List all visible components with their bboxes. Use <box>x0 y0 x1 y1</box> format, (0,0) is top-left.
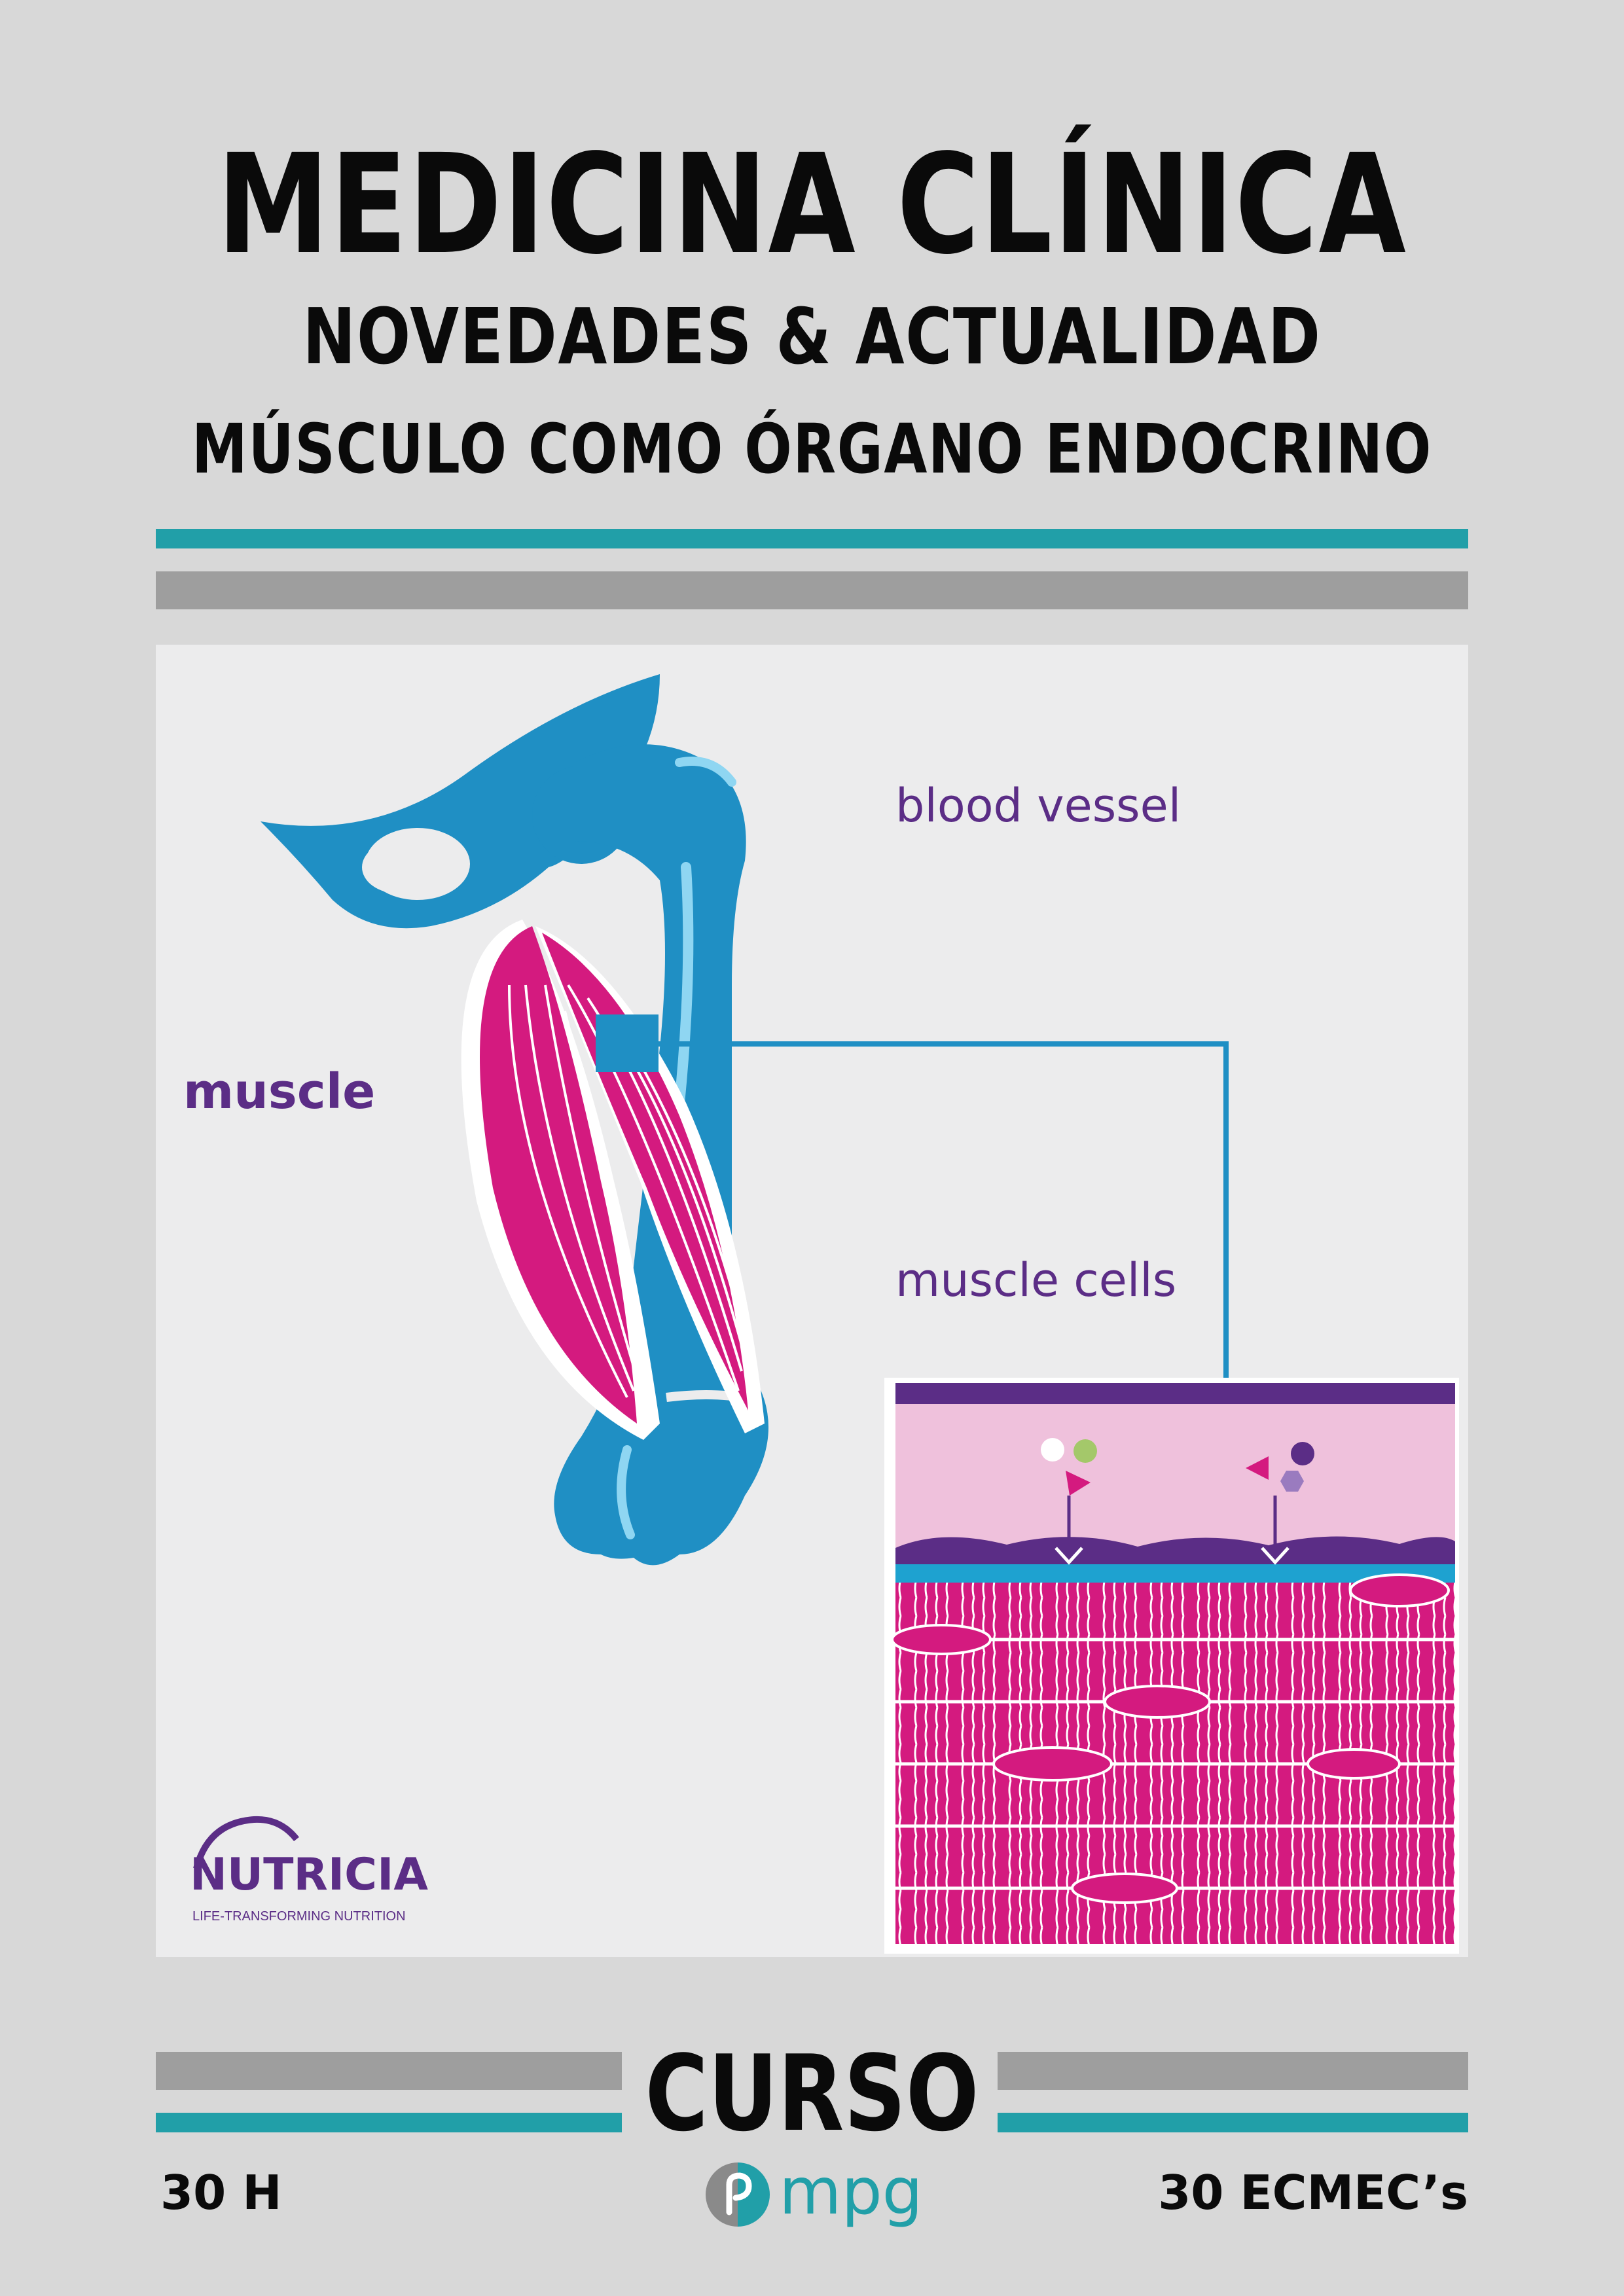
nutricia-logo-text: NUTRICIA <box>190 1849 429 1901</box>
teal-divider-right <box>998 2113 1468 2132</box>
nutricia-tagline: LIFE-TRANSFORMING NUTRITION <box>192 1909 406 1924</box>
thigh-muscle <box>461 920 765 1440</box>
label-muscle: muscle <box>183 1064 376 1120</box>
muscle-illustration <box>193 674 1459 1954</box>
course-hours: 30 H <box>160 2165 282 2220</box>
label-muscle-cells: muscle cells <box>895 1253 1177 1307</box>
course-credits: 30 ECMEC’s <box>1158 2165 1468 2220</box>
pelvis-bone <box>261 674 660 929</box>
label-blood-vessel: blood vessel <box>895 779 1182 833</box>
teal-divider-top <box>156 529 1468 548</box>
gray-divider-top <box>156 571 1468 609</box>
mpg-logo-icon <box>706 2162 770 2227</box>
nutricia-logo-icon <box>193 1816 299 1870</box>
muscle-cells-inset <box>884 1378 1459 1954</box>
main-title: MEDICINA CLÍNICA <box>217 124 1407 285</box>
gray-divider-left <box>156 2052 622 2090</box>
mpg-logo: mpg <box>702 2155 924 2231</box>
gray-divider-right <box>998 2052 1468 2090</box>
teal-divider-left <box>156 2113 622 2132</box>
subtitle: NOVEDADES & ACTUALIDAD <box>302 291 1322 382</box>
course-label: CURSO <box>645 2032 979 2155</box>
mpg-logo-text: mpg <box>779 2155 923 2229</box>
topic-title: MÚSCULO COMO ÓRGANO ENDOCRINO <box>191 409 1433 489</box>
zoom-marker <box>596 1014 659 1072</box>
illustration-panel: blood vessel muscle muscle cells NUTRICI… <box>156 645 1468 1957</box>
